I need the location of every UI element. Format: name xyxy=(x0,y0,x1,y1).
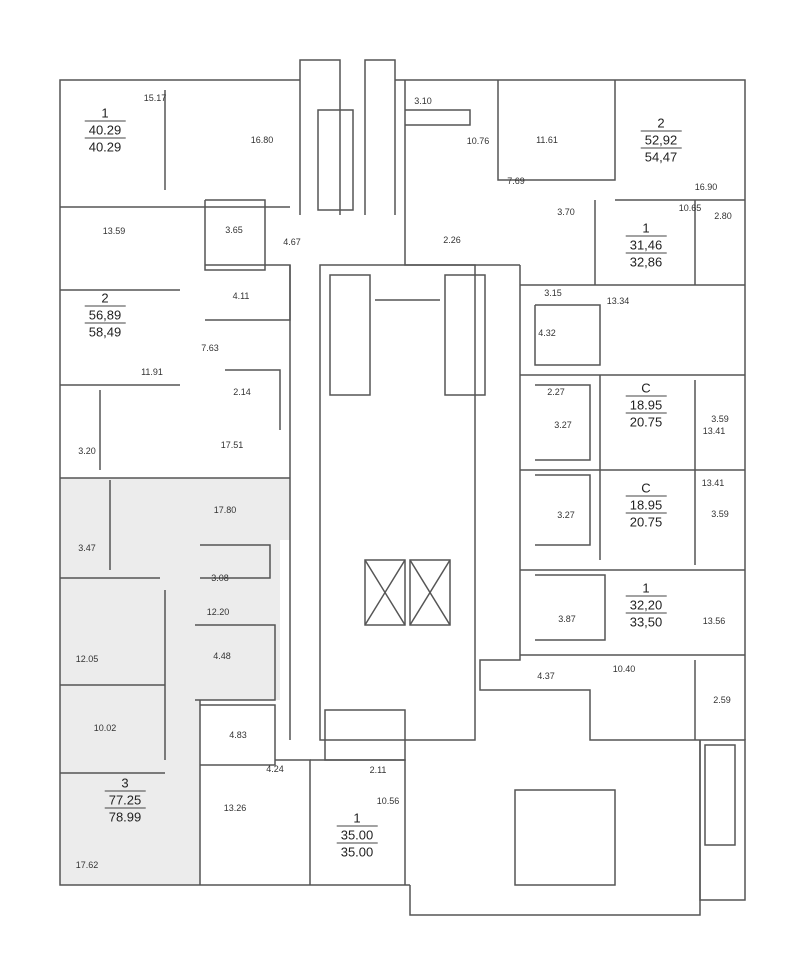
room-area-label: 4.37 xyxy=(537,671,555,681)
apartment-rooms: С xyxy=(641,380,651,396)
room-area-label: 3.15 xyxy=(544,288,562,298)
room-area-label: 15.17 xyxy=(143,93,167,103)
room-area-label: 13.59 xyxy=(102,226,126,236)
room-area-label: 13.41 xyxy=(701,478,725,488)
highlighted-apartment xyxy=(60,478,290,885)
room-area-label: 13.41 xyxy=(702,426,726,436)
room-area-label: 3.20 xyxy=(78,446,96,456)
room-area-label: 3.70 xyxy=(557,207,575,217)
room-area-label: 2.80 xyxy=(714,211,732,221)
room-area-label: 3.27 xyxy=(554,420,572,430)
apartment-total-area: 32,86 xyxy=(625,252,667,270)
apartment-rooms: 1 xyxy=(353,810,361,826)
apartment-rooms: 2 xyxy=(101,290,109,306)
apartment-living-area: 56,89 xyxy=(84,305,126,323)
room-area-label: 13.56 xyxy=(702,616,726,626)
apartment-rooms: С xyxy=(641,480,651,496)
room-area-label: 4.24 xyxy=(266,764,284,774)
room-area-label: 11.61 xyxy=(536,135,558,145)
room-area-label: 2.27 xyxy=(547,387,565,397)
apartment-total-area: 54,47 xyxy=(640,147,682,165)
apartment-living-area: 52,92 xyxy=(640,130,682,148)
room-area-label: 4.48 xyxy=(213,651,231,661)
room-area-label: 10.02 xyxy=(93,723,117,733)
apartment-living-area: 35.00 xyxy=(336,825,378,843)
room-area-label: 13.34 xyxy=(606,296,630,306)
room-area-label: 10.40 xyxy=(612,664,636,674)
room-area-label: 3.59 xyxy=(711,509,729,519)
room-area-label: 4.11 xyxy=(232,291,250,301)
room-area-label: 3.08 xyxy=(211,573,229,583)
apartment-living-area: 31,46 xyxy=(625,235,667,253)
room-area-label: 2.14 xyxy=(233,387,251,397)
room-area-label: 10.65 xyxy=(678,203,702,213)
apartment-living-area: 18.95 xyxy=(625,495,667,513)
room-area-label: 17.80 xyxy=(213,505,237,515)
room-area-label: 2.11 xyxy=(369,765,387,775)
room-area-label: 3.65 xyxy=(225,225,243,235)
apartment-rooms: 1 xyxy=(101,105,109,121)
apartment-total-area: 20.75 xyxy=(625,412,667,430)
room-area-label: 7.63 xyxy=(201,343,219,353)
apartment-total-area: 33,50 xyxy=(625,612,667,630)
apartment-rooms: 1 xyxy=(642,220,650,236)
room-area-label: 3.47 xyxy=(78,543,96,553)
apartment-living-area: 40.29 xyxy=(84,120,126,138)
apartment-total-area: 58,49 xyxy=(84,322,126,340)
room-area-label: 11.91 xyxy=(141,367,163,377)
room-area-label: 3.87 xyxy=(558,614,576,624)
apartment-total-area: 20.75 xyxy=(625,512,667,530)
room-area-label: 12.05 xyxy=(75,654,99,664)
room-area-label: 4.83 xyxy=(229,730,247,740)
room-area-label: 17.51 xyxy=(220,440,244,450)
room-area-label: 4.32 xyxy=(538,328,556,338)
apartment-rooms: 1 xyxy=(642,580,650,596)
room-area-label: 16.90 xyxy=(694,182,718,192)
apartment-living-area: 77.25 xyxy=(104,790,146,808)
apartment-total-area: 78.99 xyxy=(104,807,146,825)
apartment-living-area: 32,20 xyxy=(625,595,667,613)
room-area-label: 2.59 xyxy=(713,695,731,705)
room-area-label: 16.80 xyxy=(250,135,274,145)
room-area-label: 7.69 xyxy=(507,176,525,186)
room-area-label: 3.59 xyxy=(711,414,729,424)
apartment-living-area: 18.95 xyxy=(625,395,667,413)
room-area-label: 3.10 xyxy=(414,96,432,106)
apartment-total-area: 35.00 xyxy=(336,842,378,860)
apartment-rooms: 3 xyxy=(121,775,129,791)
room-area-label: 3.27 xyxy=(557,510,575,520)
room-area-label: 17.62 xyxy=(75,860,99,870)
room-area-label: 12.20 xyxy=(206,607,230,617)
room-area-label: 2.26 xyxy=(443,235,461,245)
walls xyxy=(59,59,746,916)
room-area-label: 10.56 xyxy=(376,796,400,806)
apartment-total-area: 40.29 xyxy=(84,137,126,155)
room-area-label: 4.67 xyxy=(283,237,301,247)
room-area-label: 10.76 xyxy=(466,136,490,146)
room-area-label: 13.26 xyxy=(223,803,247,813)
apartment-rooms: 2 xyxy=(657,115,665,131)
